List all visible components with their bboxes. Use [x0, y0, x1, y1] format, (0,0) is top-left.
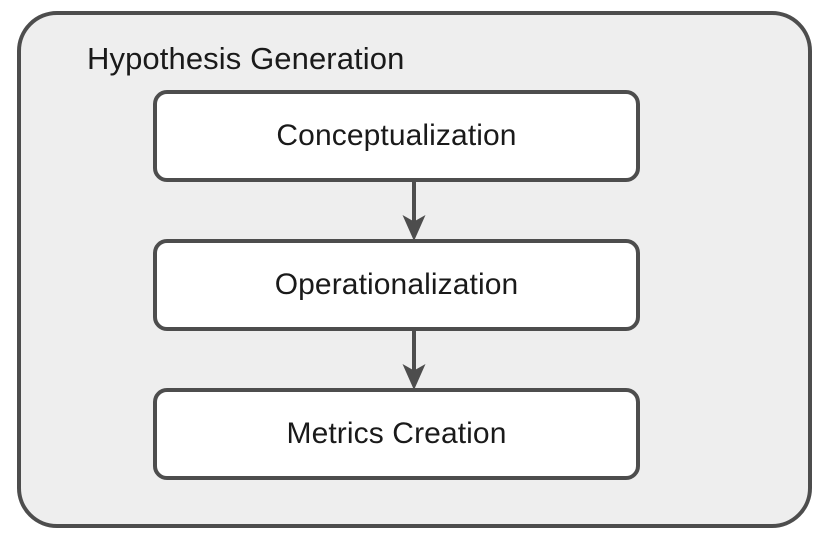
node-operationalization[interactable]: Operationalization — [153, 239, 640, 331]
node-label: Metrics Creation — [286, 417, 507, 450]
node-metrics-creation[interactable]: Metrics Creation — [153, 388, 640, 480]
node-label: Operationalization — [274, 268, 519, 301]
node-conceptualization[interactable]: Conceptualization — [153, 90, 640, 182]
group-title: Hypothesis Generation — [87, 41, 405, 76]
node-label: Conceptualization — [276, 119, 517, 152]
